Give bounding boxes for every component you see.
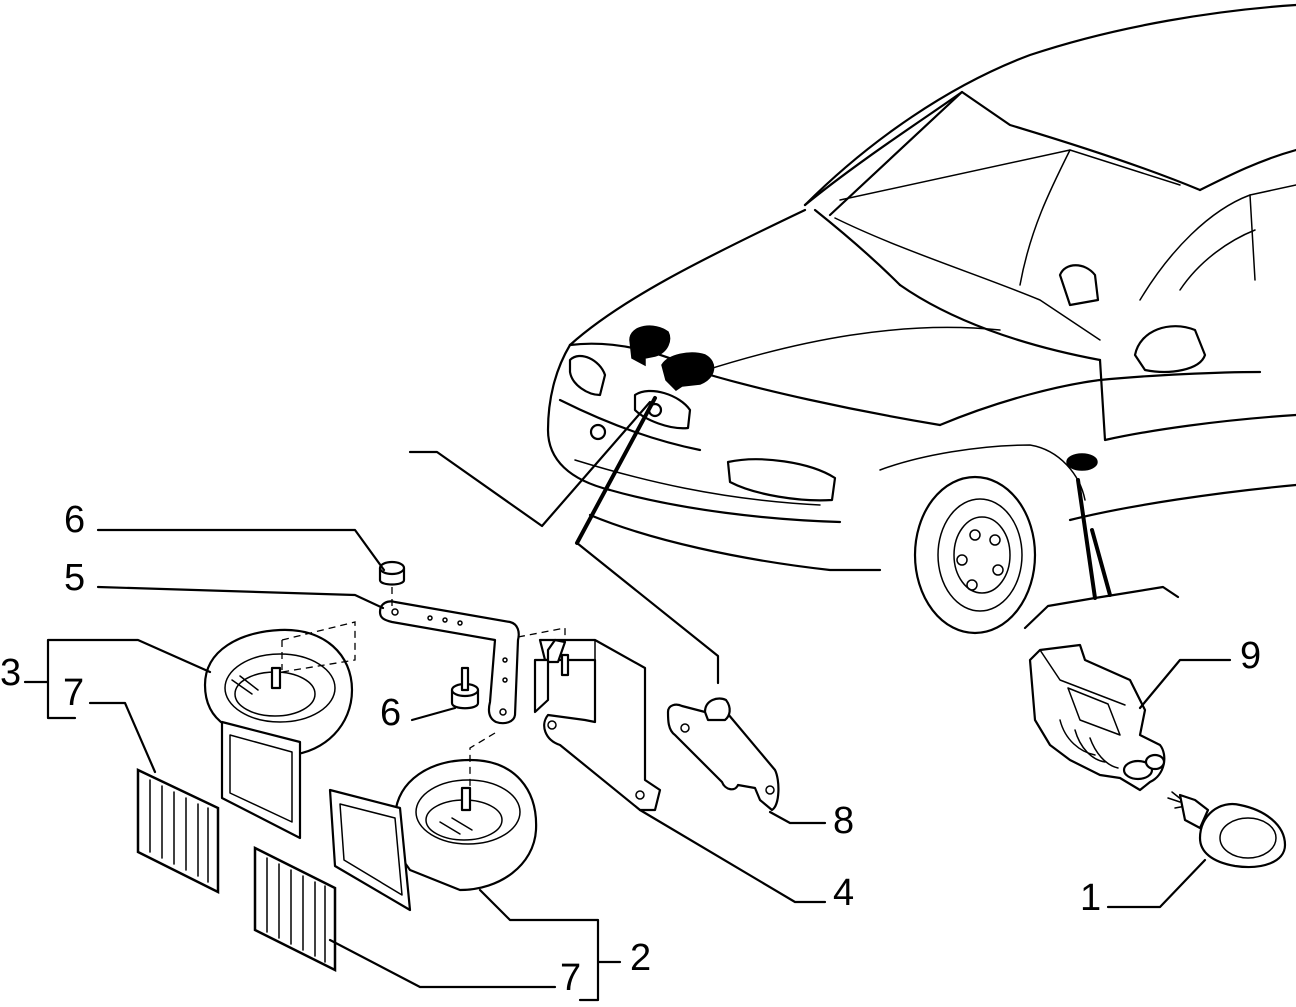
callout-9: 9 — [1240, 635, 1261, 677]
horn-2 — [328, 758, 538, 912]
callout-leaders — [23, 528, 1232, 1002]
grille-7-left — [136, 768, 220, 895]
horn-3 — [203, 628, 354, 840]
callout-2: 2 — [630, 937, 651, 979]
callout-8: 8 — [833, 800, 854, 842]
side-marker-lamp-1 — [1167, 791, 1287, 869]
car-illustration — [546, 3, 1296, 635]
callout-6-top: 6 — [64, 499, 85, 541]
callout-4: 4 — [833, 872, 854, 914]
callout-7-left: 7 — [63, 672, 84, 714]
bracket-8 — [666, 697, 780, 812]
bracket-5 — [378, 600, 520, 725]
bracket-4 — [533, 638, 662, 812]
grille-7-right — [253, 845, 337, 973]
callout-3: 3 — [0, 652, 21, 694]
leader-lines — [408, 396, 1180, 685]
callout-1: 1 — [1080, 877, 1101, 919]
connector-9 — [1028, 643, 1166, 792]
nut-6-top — [378, 560, 406, 608]
callout-numbers: 6 5 3 7 6 8 4 9 1 2 7 — [0, 499, 1261, 999]
callout-7-right: 7 — [560, 957, 581, 999]
nut-6-lower — [450, 666, 480, 710]
callout-5: 5 — [64, 557, 85, 599]
callout-6-lower: 6 — [380, 692, 401, 734]
